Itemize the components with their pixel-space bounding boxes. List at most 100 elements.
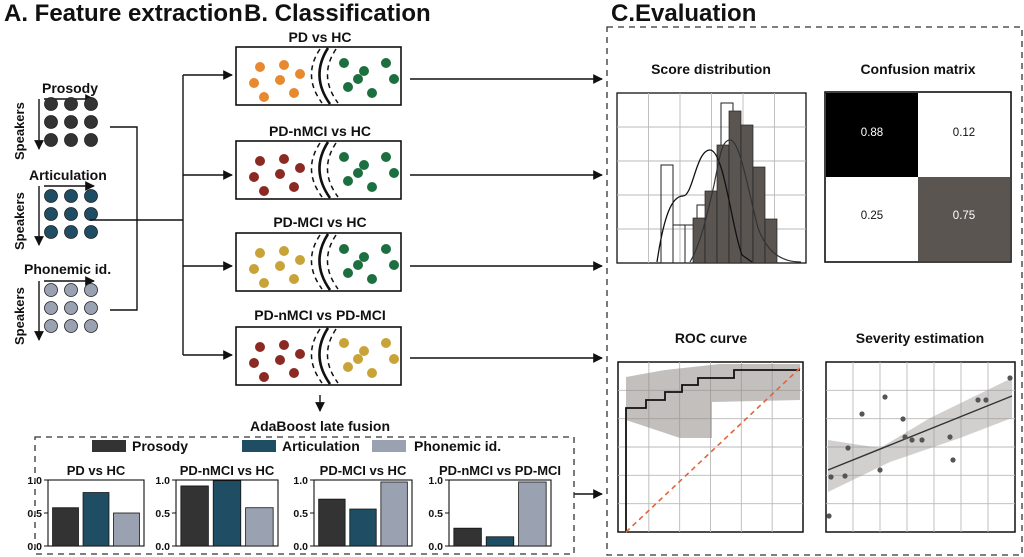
fusion-bar <box>113 512 140 547</box>
feature-dot <box>44 225 58 239</box>
fusion-bar-charts: PD vs HC0.00.51.0PD-nMCI vs HC0.00.51.0P… <box>27 463 561 553</box>
class-sample-dot <box>389 168 399 178</box>
section-title-evaluation: C.Evaluation <box>611 0 756 27</box>
feature-dot <box>44 319 58 333</box>
class-sample-dot <box>289 88 299 98</box>
feature-matrix-dots <box>44 189 98 239</box>
decision-margin <box>310 48 323 104</box>
class-sample-dot <box>289 182 299 192</box>
decision-margin <box>326 142 339 198</box>
fusion-bar <box>380 481 408 547</box>
y-tick-label: 0.5 <box>428 508 443 520</box>
y-tick-label: 0.5 <box>155 508 170 520</box>
classifier-title: PD-nMCI vs PD-MCI <box>254 307 385 323</box>
class-sample-dot <box>275 261 285 271</box>
chance-diagonal <box>625 367 801 533</box>
fusion-title: AdaBoost late fusion <box>250 418 390 434</box>
fusion-chart-title: PD-MCI vs HC <box>320 463 407 478</box>
class-sample-dot <box>343 176 353 186</box>
class-sample-dot <box>353 168 363 178</box>
fusion-bar <box>485 536 515 547</box>
fusion-bar <box>518 481 547 547</box>
class-sample-dot <box>289 274 299 284</box>
score-distribution-title: Score distribution <box>651 61 771 77</box>
class-sample-dot <box>359 252 369 262</box>
class-sample-dot <box>255 156 265 166</box>
class-sample-dot <box>339 338 349 348</box>
speakers-axis-label: Speakers <box>12 102 27 160</box>
class-sample-dot <box>389 354 399 364</box>
fusion-bar <box>349 508 377 547</box>
decision-margin <box>326 328 339 384</box>
class-sample-dot <box>259 92 269 102</box>
feature-dot <box>84 133 98 147</box>
class-sample-dot <box>279 60 289 70</box>
feature-dot <box>44 133 58 147</box>
class-sample-dot <box>343 362 353 372</box>
feature-dot <box>44 207 58 221</box>
severity-data-point <box>909 437 915 443</box>
feature-dot <box>44 301 58 315</box>
feature-dot <box>84 225 98 239</box>
histogram-bar-hc <box>660 164 674 264</box>
classifier-box <box>235 232 402 292</box>
class-sample-dot <box>359 346 369 356</box>
feature-label-prosody: Prosody <box>42 80 98 96</box>
y-tick-label: 1.0 <box>428 475 443 487</box>
histogram-bar-pd <box>752 166 766 264</box>
decision-boundary <box>318 233 332 291</box>
severity-data-point <box>919 437 925 443</box>
roc-curve-title: ROC curve <box>675 330 748 346</box>
y-tick-label: 0.5 <box>27 508 42 520</box>
decision-margin <box>310 142 323 198</box>
feature-dot <box>44 283 58 297</box>
severity-data-point <box>947 434 953 440</box>
speakers-axis-label: Speakers <box>12 192 27 250</box>
feature-dot <box>64 97 78 111</box>
histogram-bar-pd <box>764 218 778 264</box>
feature-dot <box>84 301 98 315</box>
matrix-cell <box>918 93 1010 177</box>
class-sample-dot <box>295 349 305 359</box>
severity-data-point <box>983 397 989 403</box>
fusion-bar <box>453 527 482 547</box>
section-title-feature-extraction: A. Feature extraction <box>4 0 243 27</box>
class-sample-dot <box>359 66 369 76</box>
y-tick-label: 0.0 <box>428 541 443 553</box>
severity-data-point <box>859 411 865 417</box>
class-sample-dot <box>279 246 289 256</box>
class-sample-dot <box>339 152 349 162</box>
histogram-bar-pd <box>728 110 742 264</box>
class-sample-dot <box>255 248 265 258</box>
classifier-box <box>235 46 402 106</box>
matrix-value: 0.25 <box>861 210 883 222</box>
class-sample-dot <box>255 342 265 352</box>
density-curve-hc <box>656 149 753 263</box>
speakers-axis-label: Speakers <box>12 287 27 345</box>
class-sample-dot <box>259 372 269 382</box>
legend-swatch-articulation <box>242 440 276 452</box>
feature-dot <box>64 115 78 129</box>
classifier-boxes: PD vs HC PD-nMCI vs HC PD-MCI vs HC PD-n… <box>235 29 402 386</box>
matrix-value: 0.75 <box>953 210 975 222</box>
fusion-bar <box>180 485 209 547</box>
feature-matrix-dots <box>44 97 98 147</box>
class-sample-dot <box>343 82 353 92</box>
feature-block-prosody: Prosody Speakers <box>12 80 98 160</box>
severity-data-point <box>877 467 883 473</box>
fusion-chart-title: PD-nMCI vs HC <box>180 463 275 478</box>
class-sample-dot <box>343 268 353 278</box>
decision-boundary <box>318 327 332 385</box>
class-sample-dot <box>249 264 259 274</box>
class-sample-dot <box>275 169 285 179</box>
feature-dot <box>84 97 98 111</box>
class-sample-dot <box>353 354 363 364</box>
matrix-cell <box>826 177 918 261</box>
class-sample-dot <box>249 172 259 182</box>
decision-margin <box>310 328 323 384</box>
class-sample-dot <box>259 186 269 196</box>
class-sample-dot <box>275 75 285 85</box>
fusion-chart-title: PD vs HC <box>67 463 126 478</box>
severity-estimation-plot <box>825 361 1016 533</box>
class-sample-dot <box>249 358 259 368</box>
